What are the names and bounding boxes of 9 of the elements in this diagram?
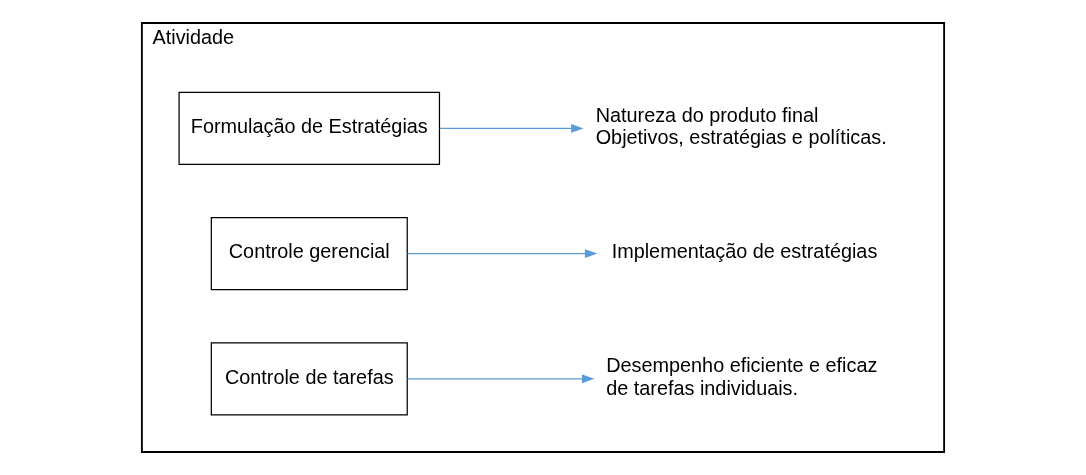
arrow [407,374,595,384]
node-text: Desempenho eficiente e eficaz de tarefas individuais. [606,354,878,399]
node-box: Formulação de Estratégias [178,91,441,165]
node-box: Controle gerencial [210,217,408,291]
arrow [439,124,584,133]
node-text: Natureza do produto final Objetivos, estratégias e políticas. [595,103,887,149]
node-text: Implementação de estratégias [611,240,878,263]
arrow [407,249,598,258]
node-box: Controle de tarefas [210,342,408,416]
